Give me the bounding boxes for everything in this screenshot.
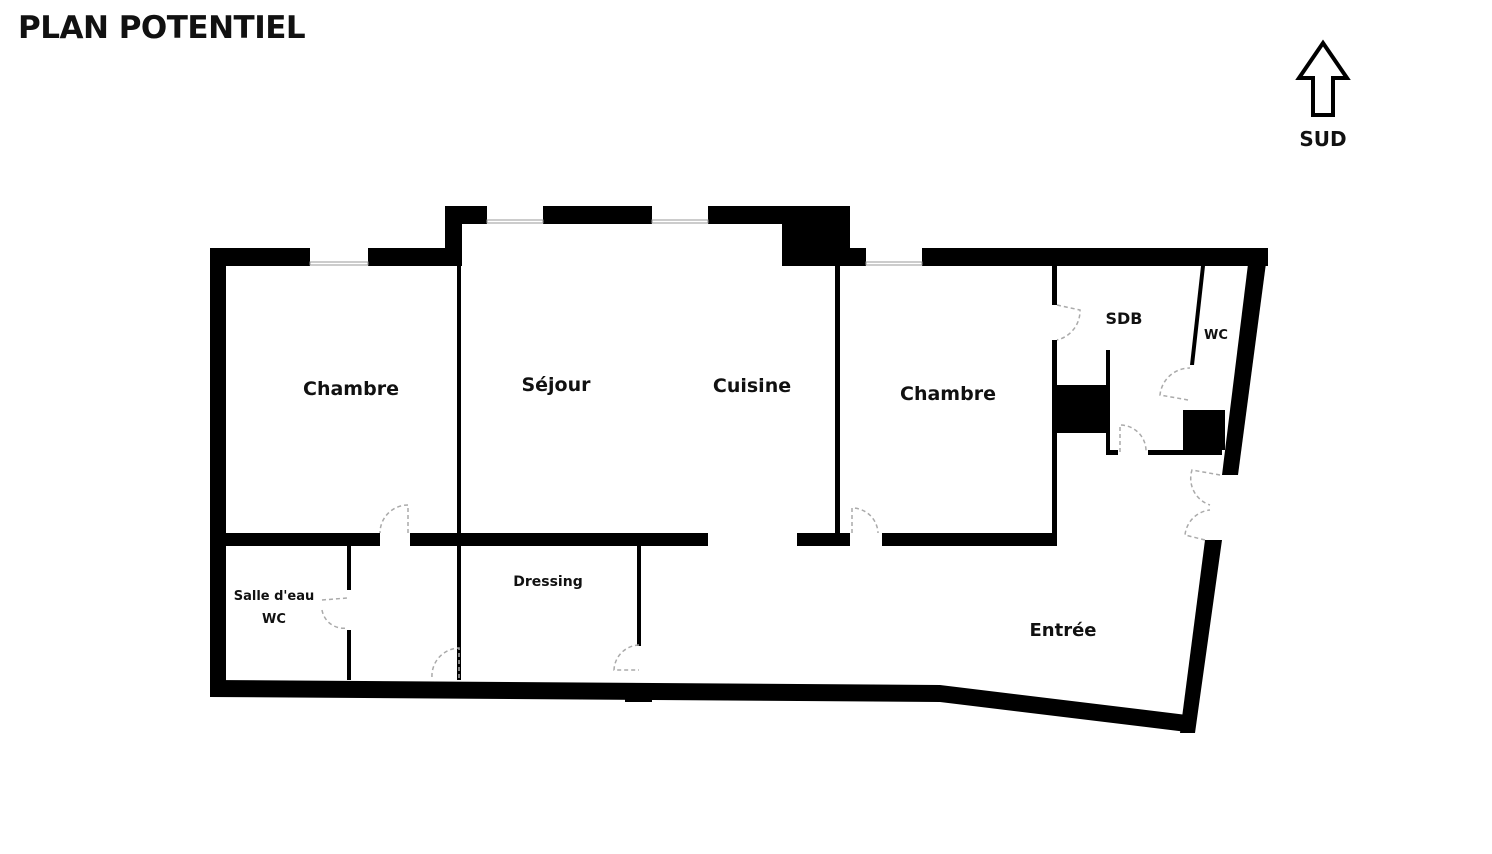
room-label-sdb: SDB bbox=[1106, 309, 1143, 328]
doors bbox=[321, 304, 1221, 679]
room-label-wc-right: WC bbox=[1204, 328, 1228, 343]
compass-label: SUD bbox=[1299, 127, 1346, 151]
room-label-chambre-right: Chambre bbox=[900, 383, 996, 405]
room-label-salle-eau: Salle d'eau bbox=[234, 589, 315, 604]
room-label-cuisine: Cuisine bbox=[713, 375, 791, 397]
room-labels: Chambre Séjour Cuisine Chambre SDB WC Sa… bbox=[234, 309, 1228, 641]
room-label-dressing: Dressing bbox=[513, 574, 582, 590]
room-label-chambre-left: Chambre bbox=[303, 378, 399, 400]
walls bbox=[210, 206, 1268, 733]
windows bbox=[309, 219, 923, 266]
room-label-entree: Entrée bbox=[1029, 620, 1096, 641]
page-title: PLAN POTENTIEL bbox=[18, 10, 306, 46]
room-label-sejour: Séjour bbox=[521, 374, 591, 396]
compass: SUD bbox=[1295, 39, 1351, 151]
room-label-salle-eau-wc: WC bbox=[262, 612, 286, 627]
arrow-up-icon bbox=[1295, 39, 1351, 117]
